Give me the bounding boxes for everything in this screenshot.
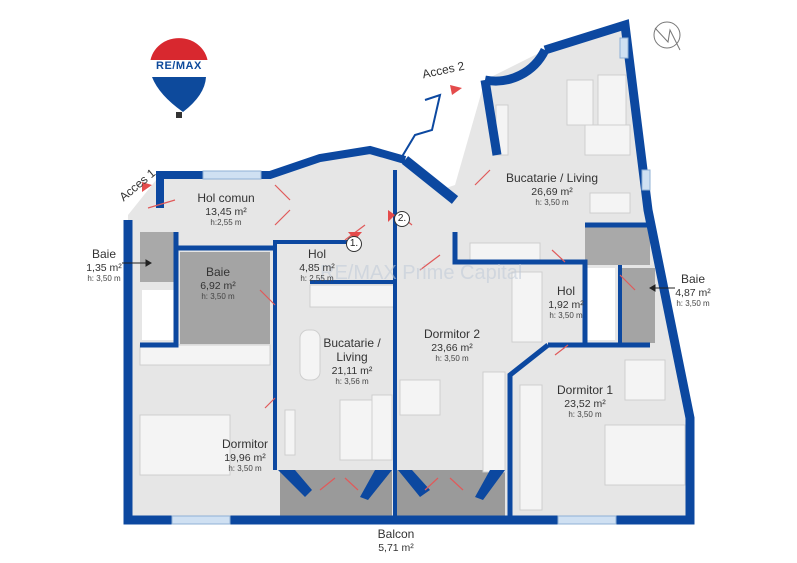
room-hol-comun: Hol comun 13,45 m² h:2,55 m [197,191,255,227]
room-bucatarie-living-1: Bucatarie / Living 21,11 m² h: 3,56 m [323,336,381,386]
room-baie-right: Baie 4,87 m² h: 3,50 m [675,272,711,308]
room-baie-mid: Baie 6,92 m² h: 3,50 m [200,265,236,301]
room-bucatarie-living-2: Bucatarie / Living 26,69 m² h: 3,50 m [505,171,599,207]
windows [171,37,651,525]
furniture [139,74,686,511]
room-balcon: Balcon 5,71 m² [377,527,415,554]
room-baie-small: Baie 1,35 m² h: 3,50 m [86,247,122,283]
balcony-bays [278,470,505,500]
logo-text: RE/MAX [156,60,202,72]
room-dormitor-2: Dormitor 2 23,66 m² h: 3,50 m [423,327,481,363]
room-dormitor: Dormitor 19,96 m² h: 3,50 m [221,437,269,473]
remax-logo-icon [150,38,208,118]
watermark-office: RE/MAX Prime Capital [320,262,523,284]
north-arrow-icon [653,21,681,51]
room-hol-2: Hol 1,92 m² h: 3,50 m [548,284,584,320]
doors [147,93,636,491]
marker-2: 2. [394,211,410,227]
walls [123,19,695,525]
room-hol-1: Hol 4,85 m² h: 2,55 m [299,247,335,283]
room-dormitor-1: Dormitor 1 23,52 m² h: 3,50 m [556,383,614,419]
marker-1: 1. [346,236,362,252]
